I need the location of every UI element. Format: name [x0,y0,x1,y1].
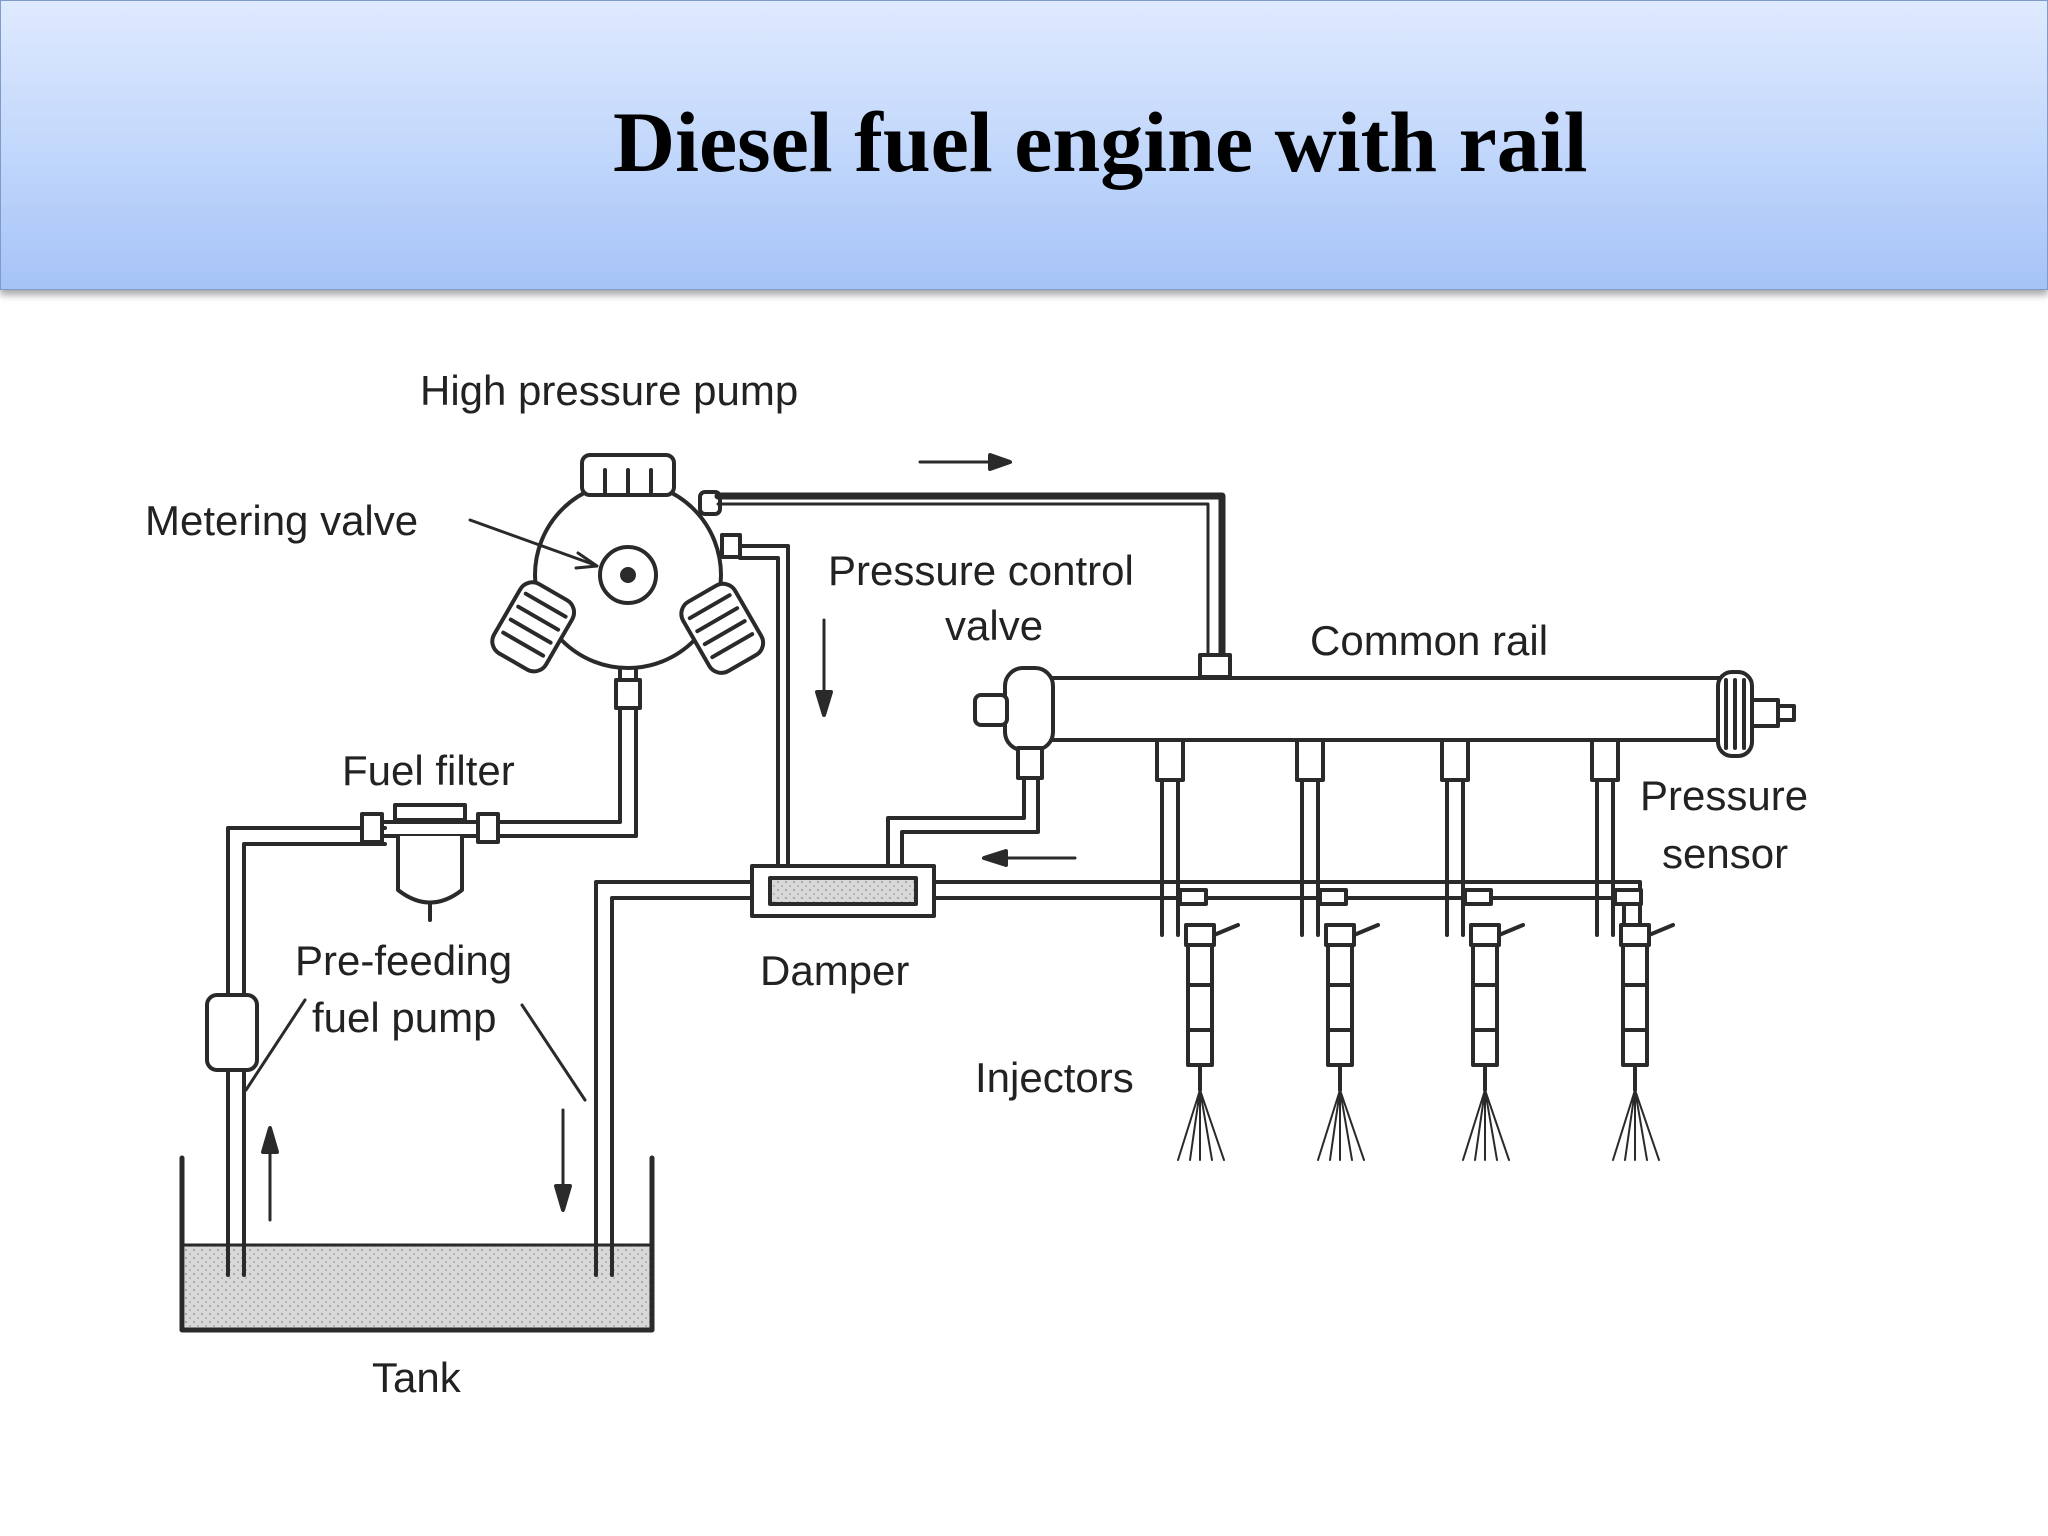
high-pressure-pump [490,453,766,675]
flow-arrow-up [261,1126,279,1222]
label-common-rail: Common rail [1310,617,1548,664]
pump-return-line [738,544,833,868]
leakoff-line [932,849,1642,932]
label-high-pressure-pump: High pressure pump [420,367,798,414]
injectors [1155,738,1675,1161]
label-metering-valve: Metering valve [145,497,418,544]
pressure-control-valve [1003,666,1055,752]
flow-arrow-down-return [554,1108,572,1212]
label-pressure-control-valve-2: valve [945,602,1043,649]
label-pressure-sensor-1: Pressure [1640,772,1808,819]
metering-valve-arrow [468,518,599,570]
label-pressure-sensor-2: sensor [1662,830,1788,877]
title-banner: Diesel fuel engine with rail [0,0,2048,290]
common-rail [973,666,1796,780]
label-tank: Tank [372,1354,462,1401]
flow-arrow-left [982,849,1077,867]
label-pressure-control-valve-1: Pressure control [828,547,1134,594]
label-fuel-filter: Fuel filter [342,747,515,794]
high-pressure-line [714,453,1232,679]
pre-feeding-pointers [244,998,587,1102]
labels: High pressure pump Metering valve Pressu… [145,367,1808,1401]
fuel-tank [179,1155,655,1333]
flow-arrow-right [918,453,1012,471]
page-title: Diesel fuel engine with rail [613,94,1588,190]
injector-2 [1295,738,1380,1161]
label-pre-feeding-1: Pre-feeding [295,937,512,984]
pressure-sensor [1716,670,1796,758]
tank-return-line [261,880,754,1277]
pre-feeding-pump-body [205,993,259,1072]
flow-arrow-down [815,618,833,717]
fuel-filter [360,803,500,922]
supply-line [205,826,387,1277]
pcv-return-line [886,776,1040,868]
label-injectors: Injectors [975,1054,1134,1101]
label-damper: Damper [760,947,909,994]
injector-1 [1155,738,1240,1161]
damper [750,864,936,918]
injector-3 [1440,738,1525,1161]
label-pre-feeding-2: fuel pump [312,994,496,1041]
injector-4 [1590,738,1675,1161]
